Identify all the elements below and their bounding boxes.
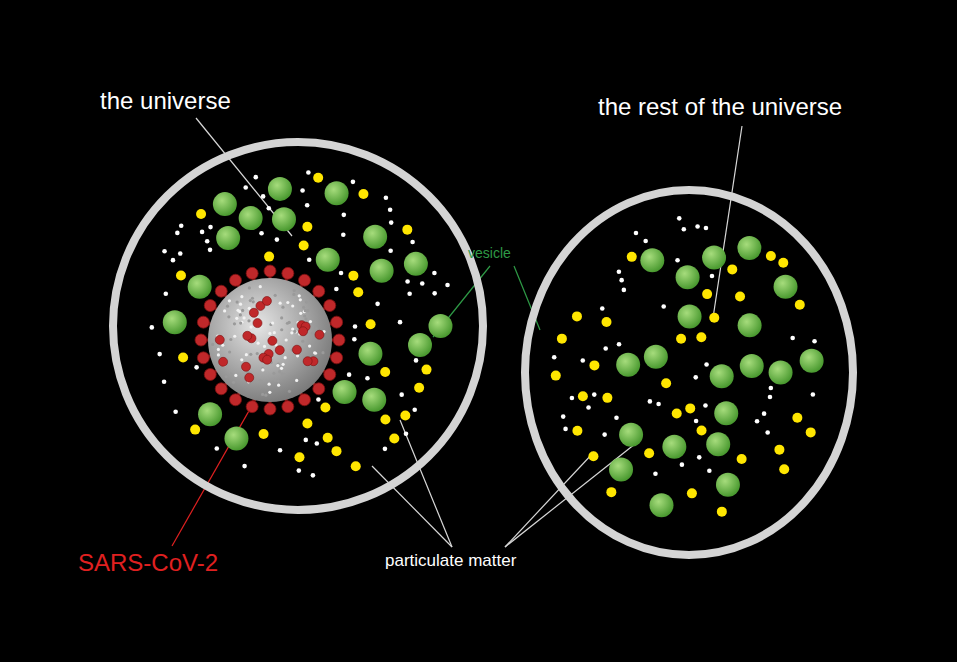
vesicle-shape xyxy=(108,137,488,515)
particulate-matter xyxy=(551,216,824,517)
leader-line xyxy=(505,440,640,547)
vesicle-outline: the rest of the universe xyxy=(520,185,858,560)
virus-illustration xyxy=(195,265,345,415)
vesicle-heading: the rest of the universe xyxy=(598,93,842,121)
vesicle-heading: the universe xyxy=(100,87,231,115)
particulate-matter xyxy=(149,170,452,477)
virus-label: SARS-CoV-2 xyxy=(78,549,218,577)
leader-line xyxy=(713,126,742,318)
vesicle-label: vesicle xyxy=(468,245,511,261)
vesicle-outline: the universe xyxy=(108,137,488,515)
matter-label: particulate matter xyxy=(385,551,516,571)
leader-line xyxy=(172,388,262,546)
vesicle-shape xyxy=(520,185,858,560)
leader-line xyxy=(372,466,452,547)
